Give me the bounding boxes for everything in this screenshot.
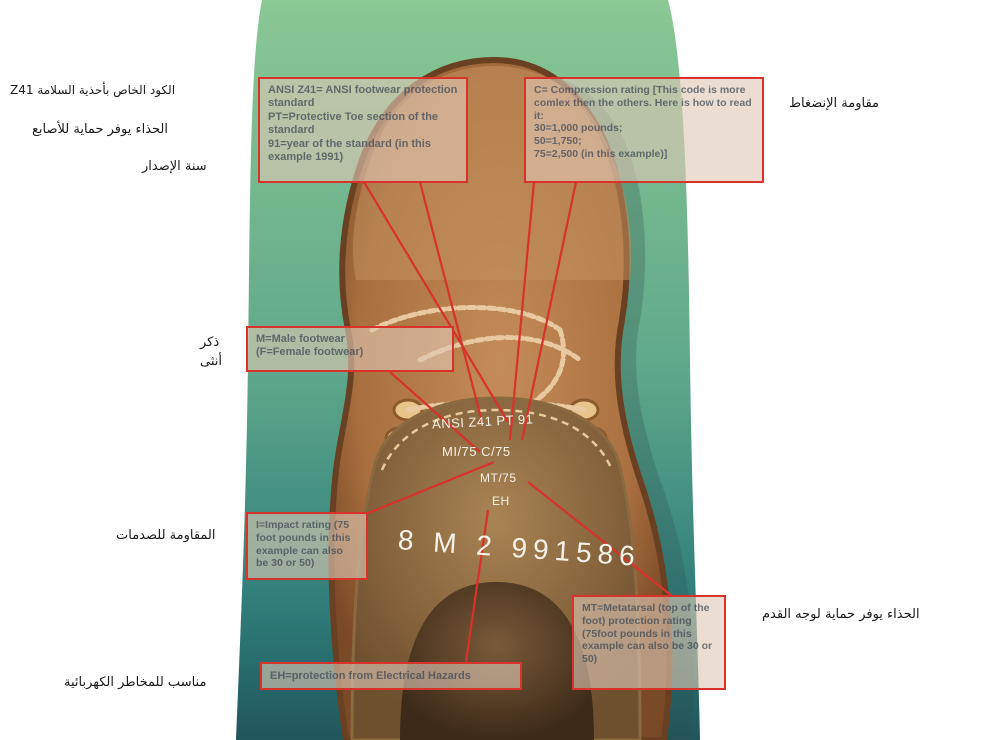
compression-50-text: 50=1,750; bbox=[534, 135, 754, 148]
protective-toe-text: PT=Protective Toe section of the standar… bbox=[268, 111, 458, 138]
compression-rating-text: C= Compression rating [This code is more… bbox=[534, 84, 754, 122]
stamp-line-metatarsal: MT/75 bbox=[480, 471, 517, 485]
label-compression-resistance: مقاومة الإنضغاط bbox=[789, 95, 879, 113]
compression-30-text: 30=1,000 pounds; bbox=[534, 122, 754, 135]
callout-box-compression: C= Compression rating [This code is more… bbox=[524, 77, 764, 183]
stamp-line-ratings: MI/75 C/75 bbox=[442, 444, 511, 459]
impact-rating-text: I=Impact rating (75 foot pounds in this … bbox=[256, 519, 358, 570]
electrical-hazard-text: EH=protection from Electrical Hazards bbox=[270, 670, 512, 683]
label-toe-protection: الحذاء يوفر حماية للأصابع bbox=[32, 121, 168, 139]
ansi-standard-text: ANSI Z41= ANSI footwear protection stand… bbox=[268, 84, 458, 111]
callout-box-impact: I=Impact rating (75 foot pounds in this … bbox=[246, 512, 368, 580]
label-male: ذكر bbox=[200, 334, 219, 352]
label-female: أنثى bbox=[200, 353, 222, 371]
label-metatarsal-protection: الحذاء يوفر حماية لوجه القدم bbox=[762, 606, 920, 624]
callout-box-electrical: EH=protection from Electrical Hazards bbox=[260, 662, 522, 690]
callout-box-ansi: ANSI Z41= ANSI footwear protection stand… bbox=[258, 77, 468, 183]
callout-box-gender: M=Male footwear (F=Female footwear) bbox=[246, 326, 454, 372]
female-footwear-text: (F=Female footwear) bbox=[256, 346, 444, 359]
label-impact-resistance: المقاومة للصدمات bbox=[116, 527, 216, 545]
stamp-line-eh: EH bbox=[492, 494, 510, 508]
male-footwear-text: M=Male footwear bbox=[256, 333, 444, 346]
label-code-z41: الكود الخاص بأحذية السلامة Z41 bbox=[10, 82, 175, 98]
label-issue-year: سنة الإصدار bbox=[142, 158, 207, 176]
standard-year-text: 91=year of the standard (in this example… bbox=[268, 138, 458, 165]
compression-75-text: 75=2,500 (in this example)] bbox=[534, 148, 754, 161]
metatarsal-rating-text: MT=Metatarsal (top of the foot) protecti… bbox=[582, 602, 716, 666]
label-electrical-hazard: مناسب للمخاطر الكهربائية bbox=[64, 674, 206, 692]
callout-box-metatarsal: MT=Metatarsal (top of the foot) protecti… bbox=[572, 595, 726, 690]
